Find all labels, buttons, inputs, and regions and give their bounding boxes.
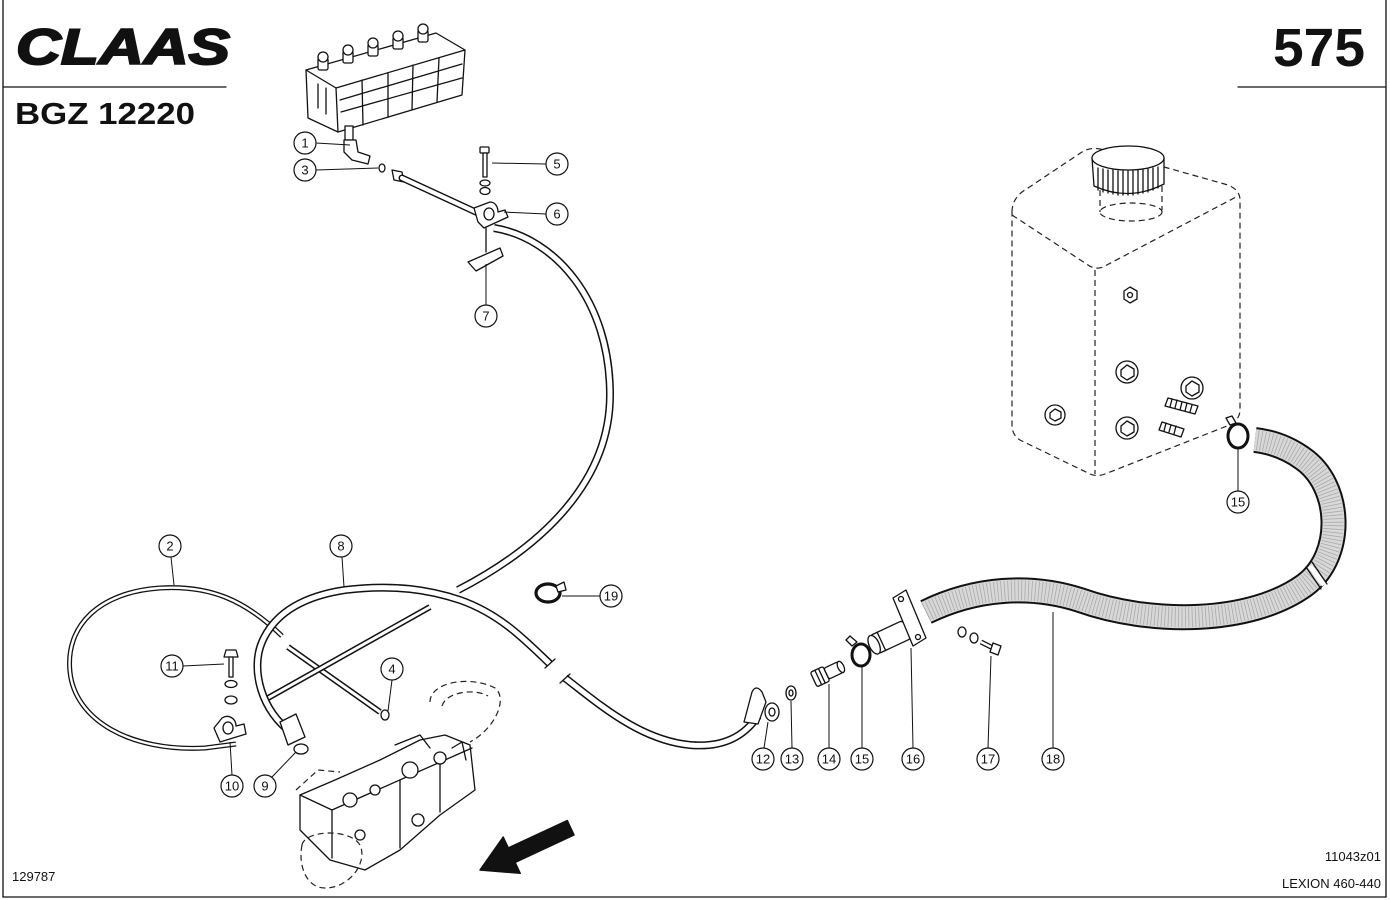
claas-logo: CLAAS — [16, 19, 230, 75]
control-valve-block — [305, 23, 466, 133]
sealing-washer — [785, 685, 797, 701]
callout-8: 8 — [329, 534, 353, 588]
callout-14: 14 — [817, 684, 841, 771]
callout-label: 4 — [388, 662, 395, 677]
hose-fitting-bracket — [743, 687, 780, 725]
callout-label: 7 — [482, 309, 489, 324]
o-ring — [378, 163, 386, 173]
steel-pipe-a — [286, 644, 382, 715]
pipe-clamp — [473, 201, 509, 229]
tank-port — [1044, 404, 1066, 426]
hose-clamp-upper — [1225, 415, 1250, 450]
flange-bolt — [957, 626, 1002, 656]
callout-label: 17 — [981, 752, 995, 767]
tank-cap — [1091, 145, 1165, 222]
callout-13: 13 — [780, 700, 804, 771]
callout-label: 6 — [553, 207, 560, 222]
tank-port-vent — [1123, 286, 1138, 304]
mounting-bracket — [467, 227, 504, 272]
suction-hose — [920, 427, 1347, 631]
callout-4: 4 — [380, 657, 404, 712]
callout-19: 19 — [562, 584, 623, 608]
direction-arrow-icon — [479, 819, 575, 875]
hose-clamp-bracket — [213, 715, 247, 743]
callout-label: 11 — [165, 659, 179, 674]
callout-11: 11 — [160, 654, 225, 678]
clamp-bolt — [223, 649, 239, 705]
callout-label: 9 — [261, 779, 268, 794]
tank-port — [1115, 360, 1139, 384]
drawing-reference: 11043z01 — [1325, 849, 1381, 864]
group-code: BGZ 12220 — [15, 96, 195, 131]
callout-label: 10 — [225, 779, 239, 794]
callout-label: 15 — [855, 752, 869, 767]
hose-clip — [534, 581, 567, 604]
callout-9: 9 — [253, 751, 297, 798]
elbow-fitting — [343, 125, 371, 165]
callout-2: 2 — [158, 534, 182, 586]
figure-id: 129787 — [12, 869, 55, 884]
callout-label: 1 — [301, 136, 308, 151]
callout-label: 16 — [906, 752, 920, 767]
callout-17: 17 — [976, 655, 1000, 771]
callout-label: 12 — [756, 752, 770, 767]
callout-16: 16 — [901, 647, 925, 771]
hose-upper-run — [456, 224, 615, 594]
tank-port — [1180, 376, 1204, 400]
hose-loop — [67, 585, 284, 751]
callout-7: 7 — [474, 264, 498, 328]
steel-pipe-upper — [398, 174, 484, 218]
callout-10: 10 — [220, 741, 244, 798]
callout-15: 15 — [850, 667, 874, 771]
callout-label: 5 — [553, 157, 560, 172]
threaded-stub — [1158, 397, 1199, 438]
machine-model: LEXION 460-440 — [1282, 876, 1381, 891]
hose-main — [253, 583, 762, 750]
steel-pipe-b — [266, 604, 432, 701]
callout-3: 3 — [293, 158, 379, 182]
callout-label: 19 — [604, 589, 618, 604]
callout-label: 13 — [785, 752, 799, 767]
callout-label: 8 — [337, 539, 344, 554]
sealing-ring — [293, 743, 309, 755]
adapter-fitting — [810, 660, 846, 687]
callout-label: 2 — [166, 539, 173, 554]
tank-connection-fitting — [867, 589, 927, 655]
callout-label: 18 — [1046, 752, 1060, 767]
oil-tank — [1011, 145, 1241, 477]
callout-5: 5 — [491, 152, 569, 176]
callout-6: 6 — [503, 202, 569, 226]
callout-15-upper: 15 — [1226, 449, 1250, 514]
hose-clamp-lower — [845, 635, 872, 668]
pump-assembly — [295, 680, 501, 889]
valve-knobs — [317, 23, 429, 71]
callout-label: 3 — [301, 163, 308, 178]
page-number: 575 — [1273, 18, 1365, 78]
callout-1: 1 — [293, 131, 351, 155]
union-nut — [380, 709, 390, 721]
callout-12: 12 — [751, 721, 775, 771]
callout-18: 18 — [1041, 612, 1065, 771]
tank-port — [1115, 416, 1139, 440]
callout-label: 15 — [1231, 495, 1245, 510]
callout-label: 14 — [822, 752, 836, 767]
bolt — [479, 146, 491, 196]
